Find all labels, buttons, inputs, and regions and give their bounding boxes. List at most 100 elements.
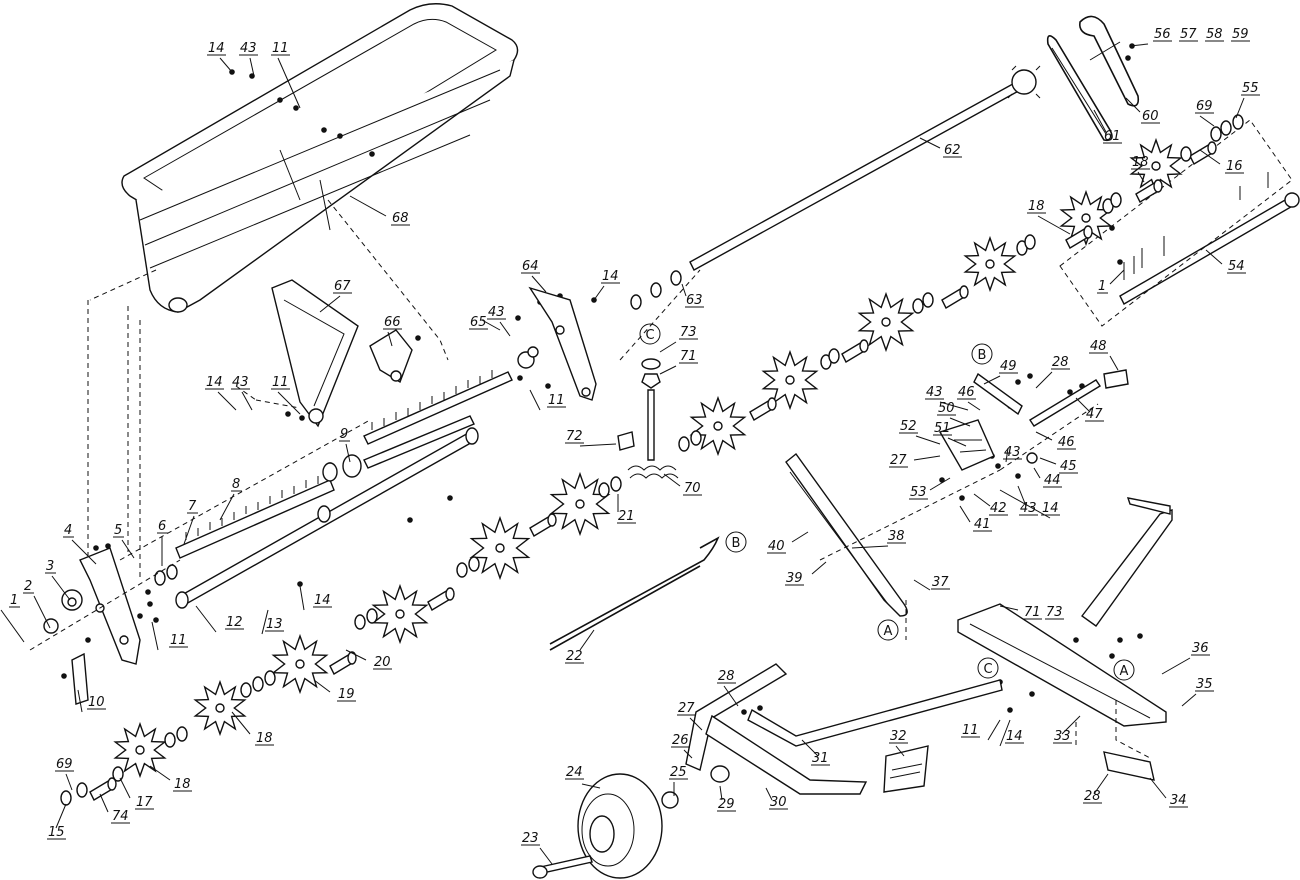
- spacer-tube: [941, 285, 969, 309]
- washer: [112, 766, 124, 782]
- callout-33: 33: [1053, 715, 1081, 744]
- callout-70: 70: [663, 473, 702, 496]
- washer: [598, 482, 610, 498]
- gate-plates: [175, 370, 513, 609]
- callout-18: 18: [149, 765, 192, 792]
- star-wheel-hub: [785, 375, 795, 385]
- reference-marker-c: C: [639, 323, 661, 345]
- callout-6: 6: [157, 519, 168, 566]
- callout-number: 21: [618, 509, 635, 524]
- washer: [678, 436, 690, 452]
- star-wheel-hub: [575, 499, 585, 509]
- callout-number: 27: [678, 701, 695, 716]
- callout-43: 43: [925, 385, 969, 411]
- callout-7: 7: [183, 499, 198, 545]
- callout-72: 72: [565, 429, 617, 447]
- callout-5: 5: [113, 523, 135, 559]
- fastener: [299, 415, 305, 421]
- callout-number: 34: [1170, 793, 1187, 808]
- washer: [154, 570, 166, 586]
- callout-number: 43: [488, 305, 505, 320]
- callout-43: 43: [487, 305, 511, 337]
- callout-46: 46: [957, 385, 981, 411]
- callout-31: 31: [801, 739, 830, 766]
- callout-16: 16: [1199, 149, 1244, 174]
- agitator-star-wheels: [113, 137, 1183, 779]
- fastener: [995, 463, 1001, 469]
- fastener: [93, 545, 99, 551]
- spacer-tube: [427, 587, 455, 611]
- callout-1: 1: [1097, 269, 1125, 294]
- callout-number: 69: [56, 757, 73, 772]
- callout-number: 6: [158, 519, 166, 534]
- callout-65: 65: [469, 315, 501, 331]
- fastener: [105, 543, 111, 549]
- marker-letter: C: [984, 662, 993, 677]
- callout-number: 49: [1000, 359, 1017, 374]
- callout-number: 13: [266, 617, 283, 632]
- callout-number: 18: [1132, 155, 1149, 170]
- spacer-tube: [749, 397, 777, 421]
- callout-35: 35: [1181, 677, 1214, 707]
- fastener: [293, 105, 299, 111]
- callout-19: 19: [313, 679, 356, 702]
- callout-number: 64: [522, 259, 539, 274]
- callout-14: 14: [299, 585, 332, 611]
- callout-number: 30: [770, 795, 787, 810]
- fastener: [1117, 637, 1123, 643]
- callout-20: 20: [345, 649, 392, 670]
- callout-28: 28: [1035, 355, 1070, 389]
- callout-27: 27: [889, 453, 941, 468]
- callout-number: 56: [1154, 27, 1171, 42]
- marker-letter: B: [732, 536, 741, 551]
- callout-26: 26: [671, 733, 693, 759]
- callout-number: 22: [566, 649, 583, 664]
- callout-60: 60: [1125, 97, 1160, 124]
- callout-32: 32: [889, 729, 908, 757]
- callout-28: 28: [717, 669, 739, 707]
- callout-12: 12: [195, 605, 244, 633]
- fastener: [447, 495, 453, 501]
- callout-15: 15: [47, 803, 67, 840]
- callout-43: 43: [1017, 485, 1038, 516]
- callout-number: 14: [1042, 501, 1059, 516]
- wheel-shaft: [1059, 119, 1300, 327]
- reference-marker-a: A: [1113, 659, 1135, 681]
- gear-spring-assembly: [617, 358, 679, 479]
- callout-number: 38: [888, 529, 905, 544]
- fastener: [297, 581, 303, 587]
- star-wheel-hub: [495, 543, 505, 553]
- star-wheel-hub: [295, 659, 305, 669]
- callout-11: 11: [151, 621, 188, 651]
- right-side-plate: [517, 286, 597, 401]
- washer: [164, 732, 176, 748]
- callout-number: 65: [470, 315, 487, 330]
- callout-number: 14: [1006, 729, 1023, 744]
- callout-25: 25: [669, 765, 688, 796]
- callout-number: 47: [1086, 407, 1103, 422]
- assembly-guide-lines: [29, 199, 1151, 759]
- callout-64: 64: [521, 259, 547, 293]
- callout-42: 42: [973, 493, 1008, 516]
- washer: [630, 294, 642, 310]
- fastener: [1027, 373, 1033, 379]
- callout-number: 20: [374, 655, 391, 670]
- fastener: [337, 133, 343, 139]
- callout-number: 8: [232, 477, 240, 492]
- callout-number: 17: [136, 795, 153, 810]
- callout-14: 14: [593, 269, 620, 301]
- gear-case: [271, 279, 413, 428]
- washer: [1210, 126, 1222, 142]
- washer: [690, 430, 702, 446]
- callout-number: 74: [112, 809, 129, 824]
- callout-55: 55: [1235, 81, 1260, 119]
- callout-63: 63: [681, 283, 704, 308]
- callout-number: 73: [680, 325, 697, 340]
- fastener: [1073, 637, 1079, 643]
- callout-40: 40: [767, 531, 809, 554]
- callout-number: 14: [314, 593, 331, 608]
- fastener: [61, 673, 67, 679]
- callout-number: 5: [114, 523, 122, 538]
- fastener: [959, 495, 965, 501]
